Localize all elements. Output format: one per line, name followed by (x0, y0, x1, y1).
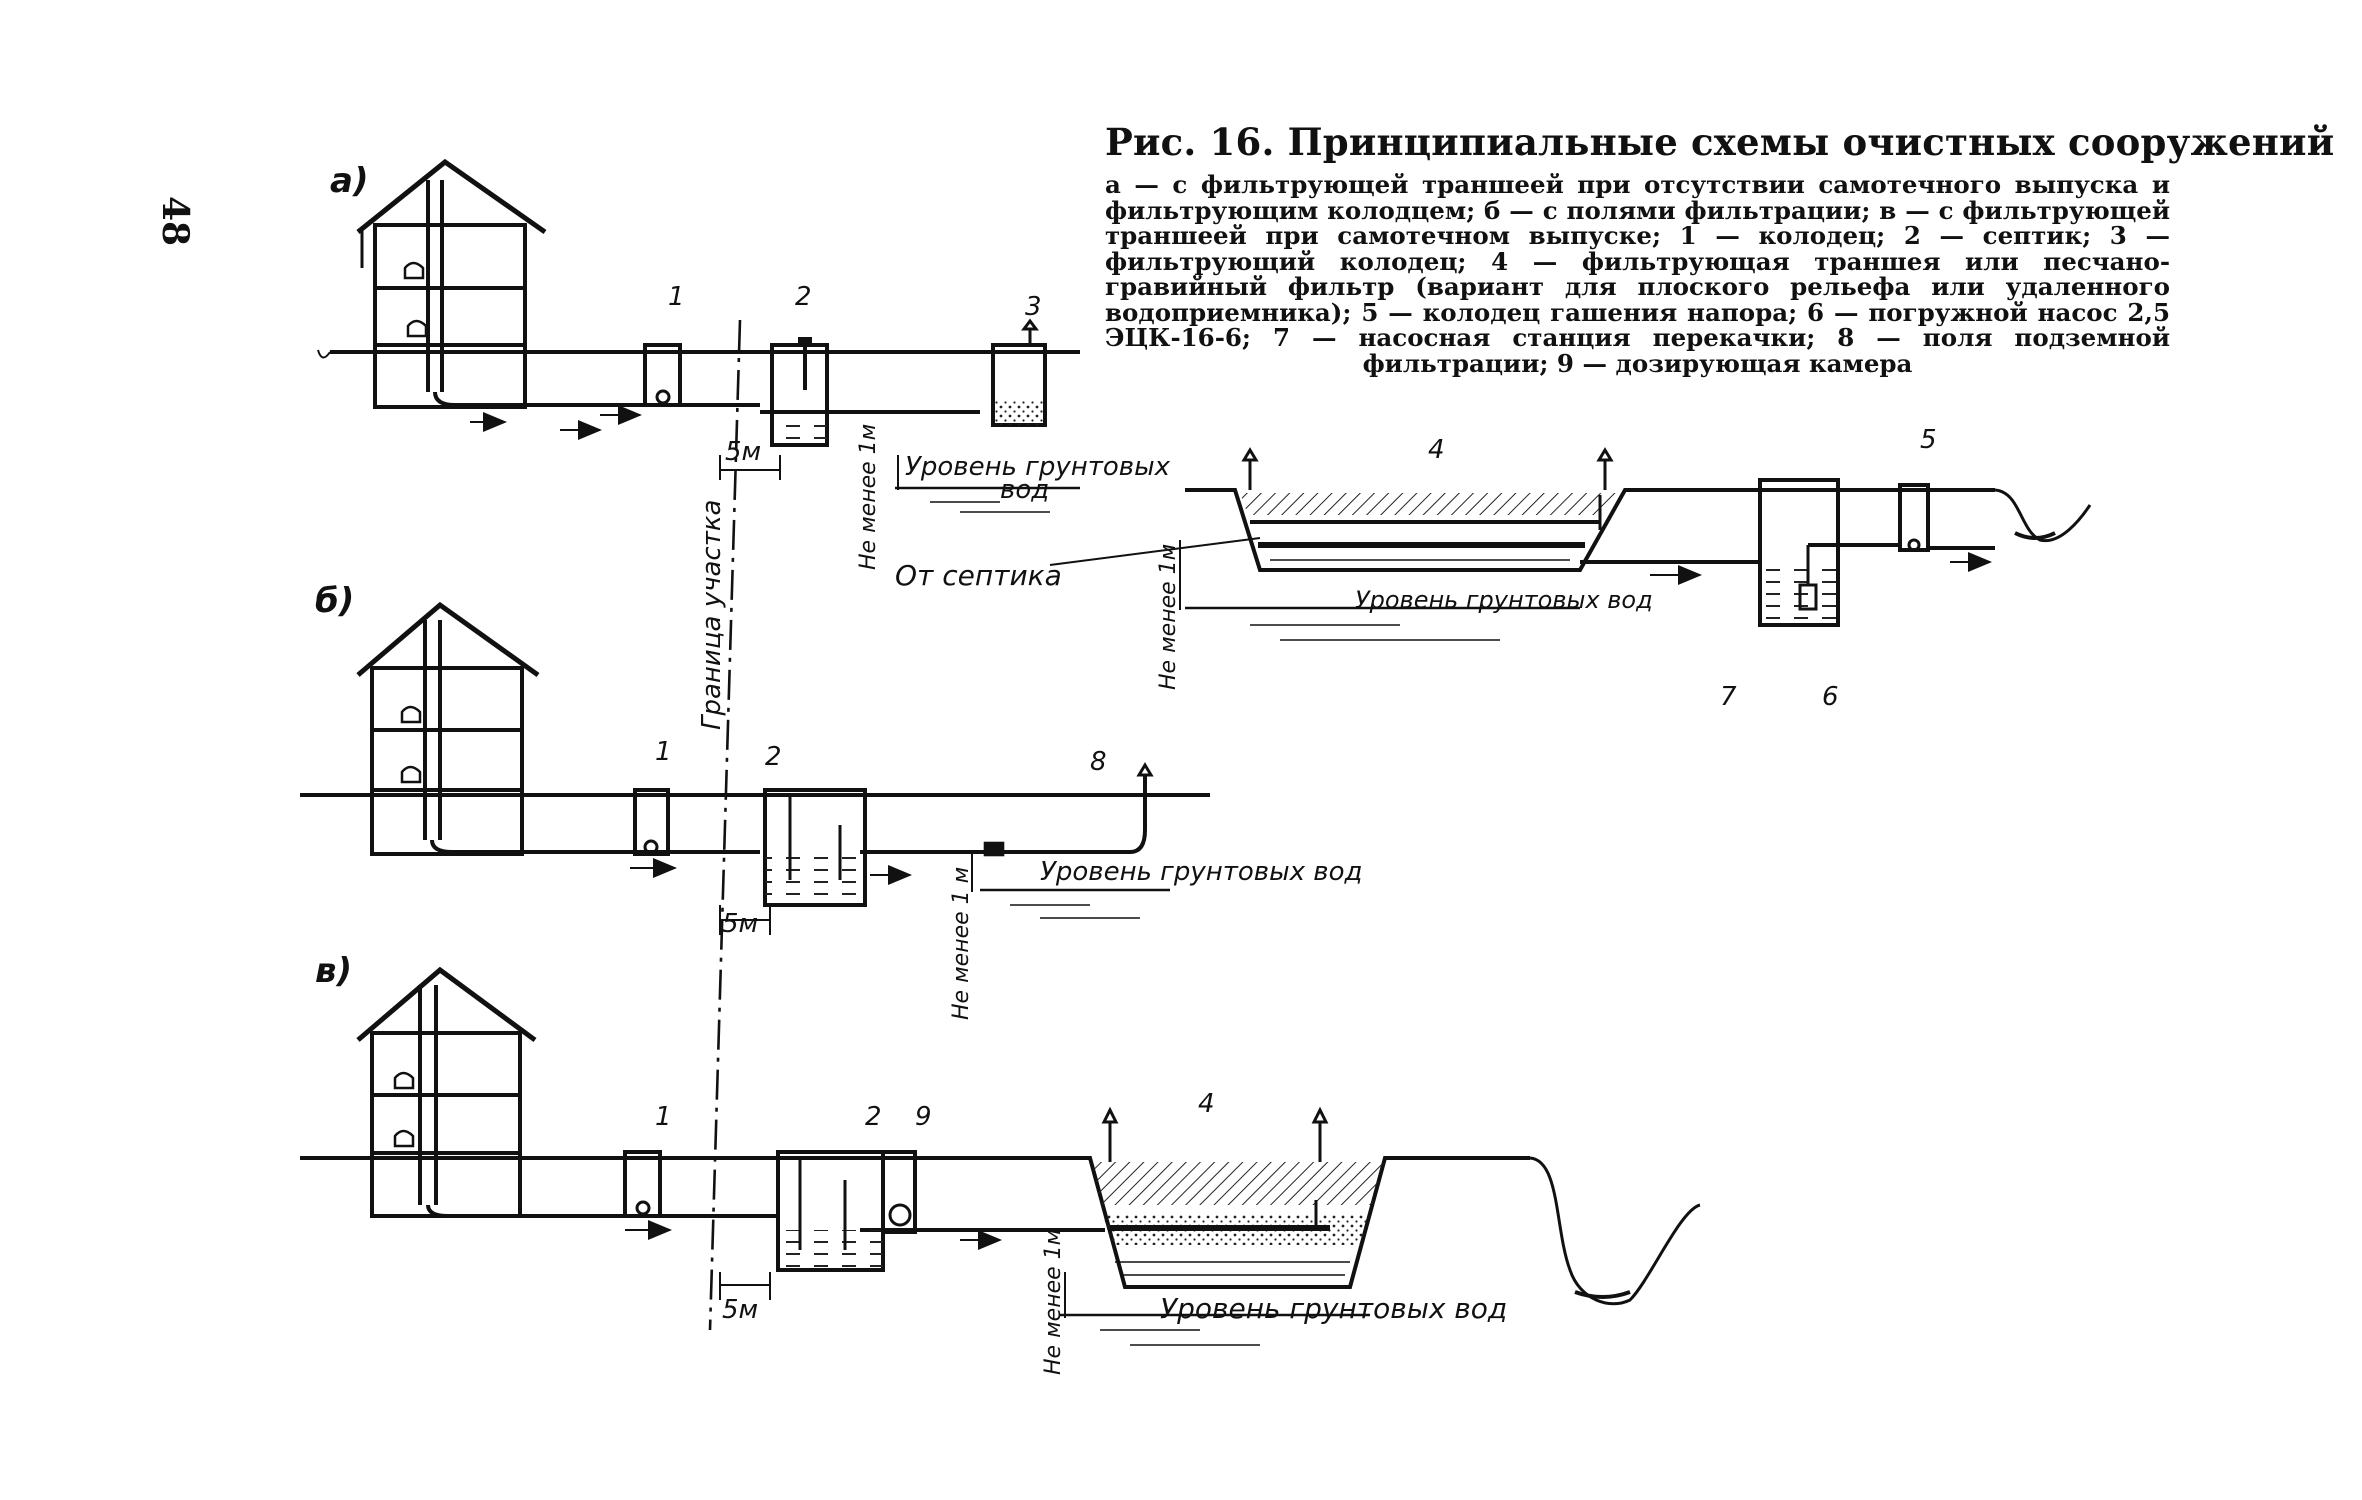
groundwater-label-a-line1: Уровень грунтовых (905, 452, 1171, 482)
min-1m-label-top: Не менее 1м (1156, 544, 1181, 690)
label-scheme-v: в) (315, 951, 352, 991)
dimension-5m-b: 5м (722, 909, 758, 939)
number-4-v: 4 (1198, 1089, 1215, 1119)
number-2-v: 2 (865, 1102, 882, 1132)
boundary-line (708, 319, 742, 1331)
boundary-label: Граница участка (697, 500, 727, 730)
number-9: 9 (915, 1102, 932, 1132)
groundwater-label-v: Уровень грунтовых вод (1160, 1292, 1507, 1325)
groundwater-label-b: Уровень грунтовых вод (1040, 857, 1362, 887)
min-1m-label-v: Не менее 1м (1041, 1229, 1066, 1375)
number-6: 6 (1822, 682, 1839, 712)
min-1m-label-b: Не менее 1 м (949, 867, 974, 1020)
scheme-b (300, 601, 1210, 935)
number-1-b: 1 (655, 737, 672, 767)
number-3: 3 (1025, 292, 1042, 322)
dimension-5m-v: 5м (722, 1295, 758, 1325)
groundwater-label-top: Уровень грунтовых вод (1355, 586, 1653, 614)
number-5: 5 (1920, 425, 1937, 455)
trench-detail (1049, 447, 2092, 641)
groundwater-label-a-line2: вод (1000, 475, 1049, 505)
dimension-5m-a: 5м (725, 437, 761, 467)
number-8: 8 (1090, 747, 1107, 777)
label-scheme-a: а) (330, 161, 368, 201)
number-1-a: 1 (668, 282, 685, 312)
figure-description: а — с фильтрующей траншеей при отсутстви… (1105, 170, 2170, 378)
number-1-v: 1 (655, 1102, 672, 1132)
from-septic-label: От септика (895, 559, 1062, 592)
min-1m-label-a: Не менее 1м (856, 424, 881, 570)
number-4-top: 4 (1428, 435, 1445, 465)
house-icon (356, 601, 540, 856)
number-7: 7 (1720, 682, 1737, 712)
number-2-b: 2 (765, 742, 782, 772)
scheme-v (300, 966, 1701, 1346)
number-2-a: 2 (795, 282, 812, 312)
figure-caption: Рис. 16. Принципиальные схемы очистных с… (1105, 120, 2335, 378)
scheme-a (317, 158, 1080, 513)
house-icon (356, 966, 537, 1218)
label-scheme-b: б) (315, 581, 354, 621)
figure-title: Рис. 16. Принципиальные схемы очистных с… (1105, 120, 2335, 164)
house-icon (356, 158, 547, 409)
